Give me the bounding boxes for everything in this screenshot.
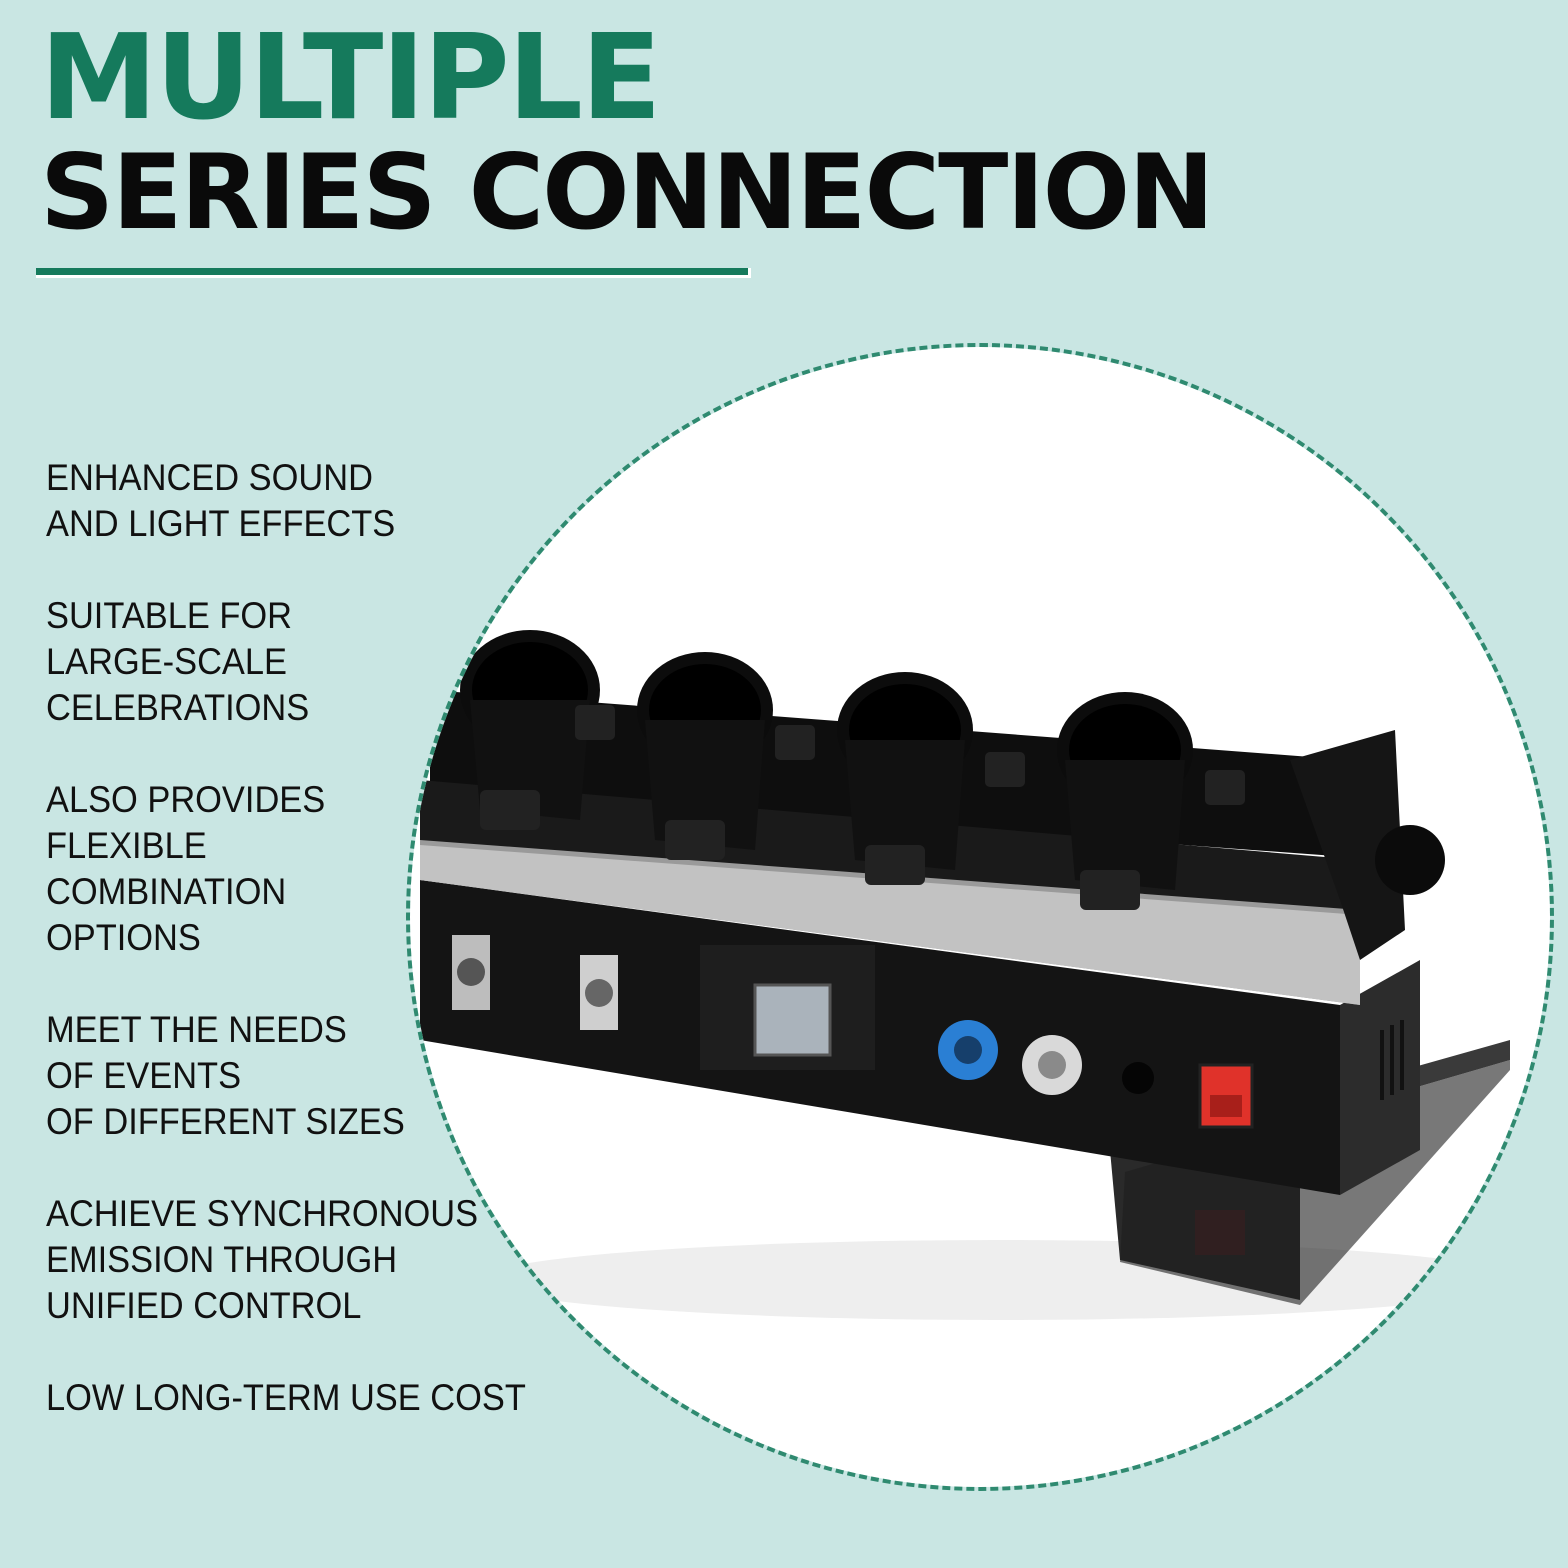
page-title-line2: SERIES CONNECTION (40, 133, 1214, 253)
feature-item: ENHANCED SOUND AND LIGHT EFFECTS (46, 457, 396, 544)
feature-item: ACHIEVE SYNCHRONOUS EMISSION THROUGH UNI… (46, 1193, 479, 1326)
feature-item: ALSO PROVIDES FLEXIBLE COMBINATION OPTIO… (46, 779, 326, 958)
feature-item: LOW LONG-TERM USE COST (46, 1377, 526, 1418)
feature-item: SUITABLE FOR LARGE-SCALE CELEBRATIONS (46, 595, 310, 728)
page-title-line1: MULTIPLE (40, 8, 662, 146)
feature-list: ENHANCED SOUND AND LIGHT EFFECTS SUITABL… (46, 455, 566, 1467)
feature-item: MEET THE NEEDS OF EVENTS OF DIFFERENT SI… (46, 1009, 405, 1142)
title-underline (36, 268, 751, 278)
product-photo (410, 347, 1550, 1487)
product-illustration (420, 630, 1520, 1320)
